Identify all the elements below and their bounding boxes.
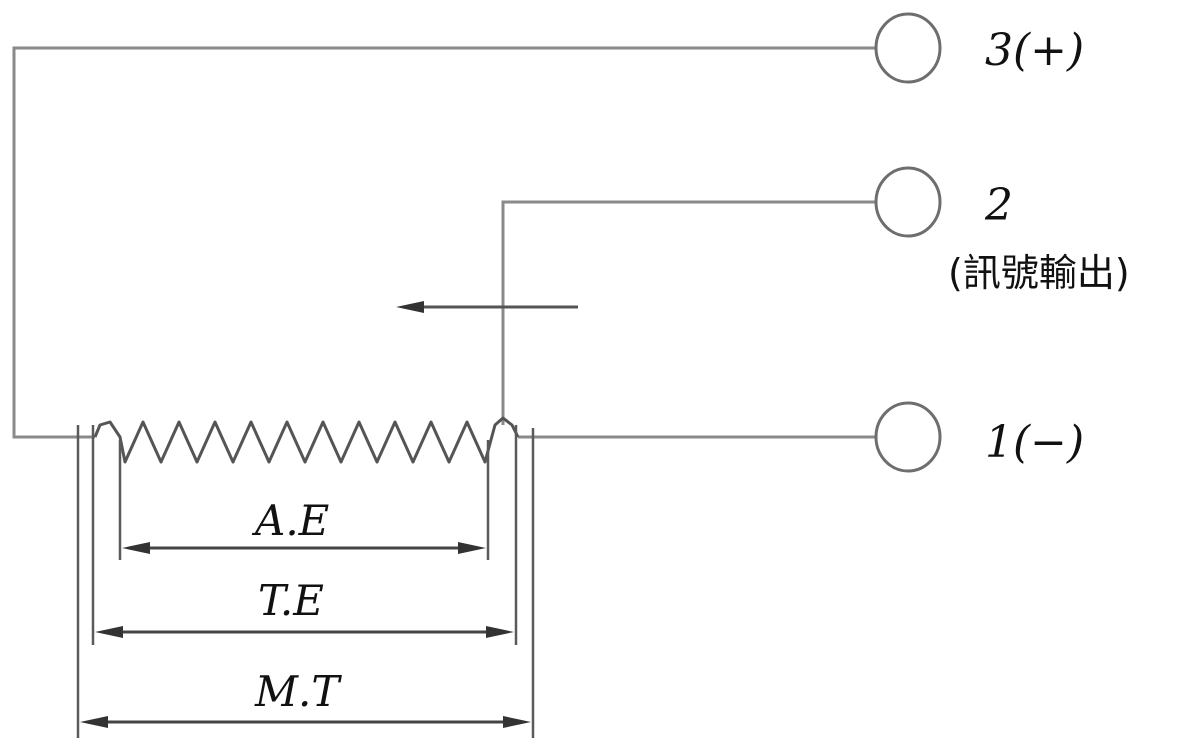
wire-terminal-3: [12, 46, 878, 439]
terminal-3-connector: [874, 12, 942, 84]
mt-arrow-right: [503, 716, 531, 728]
wire-terminal-2-wiper: [501, 200, 878, 425]
te-arrow-left: [95, 626, 123, 638]
terminal-3-label: 3(+): [985, 25, 1084, 76]
resistor-element: [93, 416, 520, 464]
terminal-2-label: 2: [984, 180, 1013, 231]
ae-label: A.E: [251, 496, 329, 545]
mt-arrow-left: [80, 716, 108, 728]
terminal-1-label: 1(−): [985, 417, 1084, 468]
mt-label: M.T: [254, 667, 342, 716]
terminal-2-connector: [874, 166, 942, 238]
wiper-direction-arrowhead: [396, 301, 424, 313]
ae-arrow-left: [122, 542, 150, 554]
te-label: T.E: [258, 576, 324, 625]
te-arrow-right: [486, 626, 514, 638]
ae-arrow-right: [458, 542, 486, 554]
terminal-1-connector: [874, 401, 942, 473]
terminal-2-note: (訊號輸出): [948, 251, 1130, 295]
